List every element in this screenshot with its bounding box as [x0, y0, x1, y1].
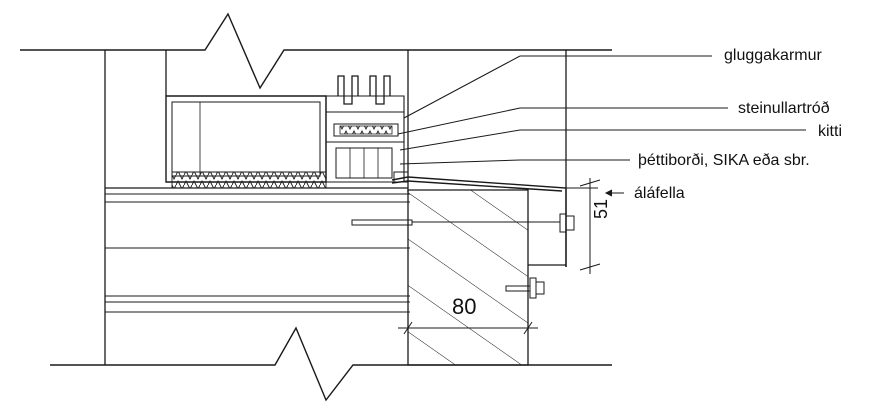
top-break-line [20, 14, 612, 88]
label-putty: kitti [818, 123, 842, 140]
frame-screw [352, 214, 574, 232]
label-window-frame: gluggakarmur [724, 47, 822, 64]
dimension-51-text: 51 [591, 198, 611, 219]
dimension-line-51 [566, 178, 600, 274]
window-frame-profile [166, 76, 404, 188]
label-sealant-strip: þéttiborði, SIKA eða sbr. [638, 152, 810, 169]
leader-lines [398, 56, 806, 196]
bottom-break-line [50, 328, 612, 400]
dimension-line-80 [398, 322, 538, 334]
sealant-strip [394, 172, 408, 182]
sill-layers [105, 188, 410, 312]
label-mineral-wool: steinullartróð [738, 100, 830, 117]
flashing-screw [506, 278, 544, 298]
dimension-80-text: 80 [452, 294, 477, 319]
label-aluminium-flashing: áláfella [634, 185, 685, 202]
timber-block [408, 190, 566, 365]
